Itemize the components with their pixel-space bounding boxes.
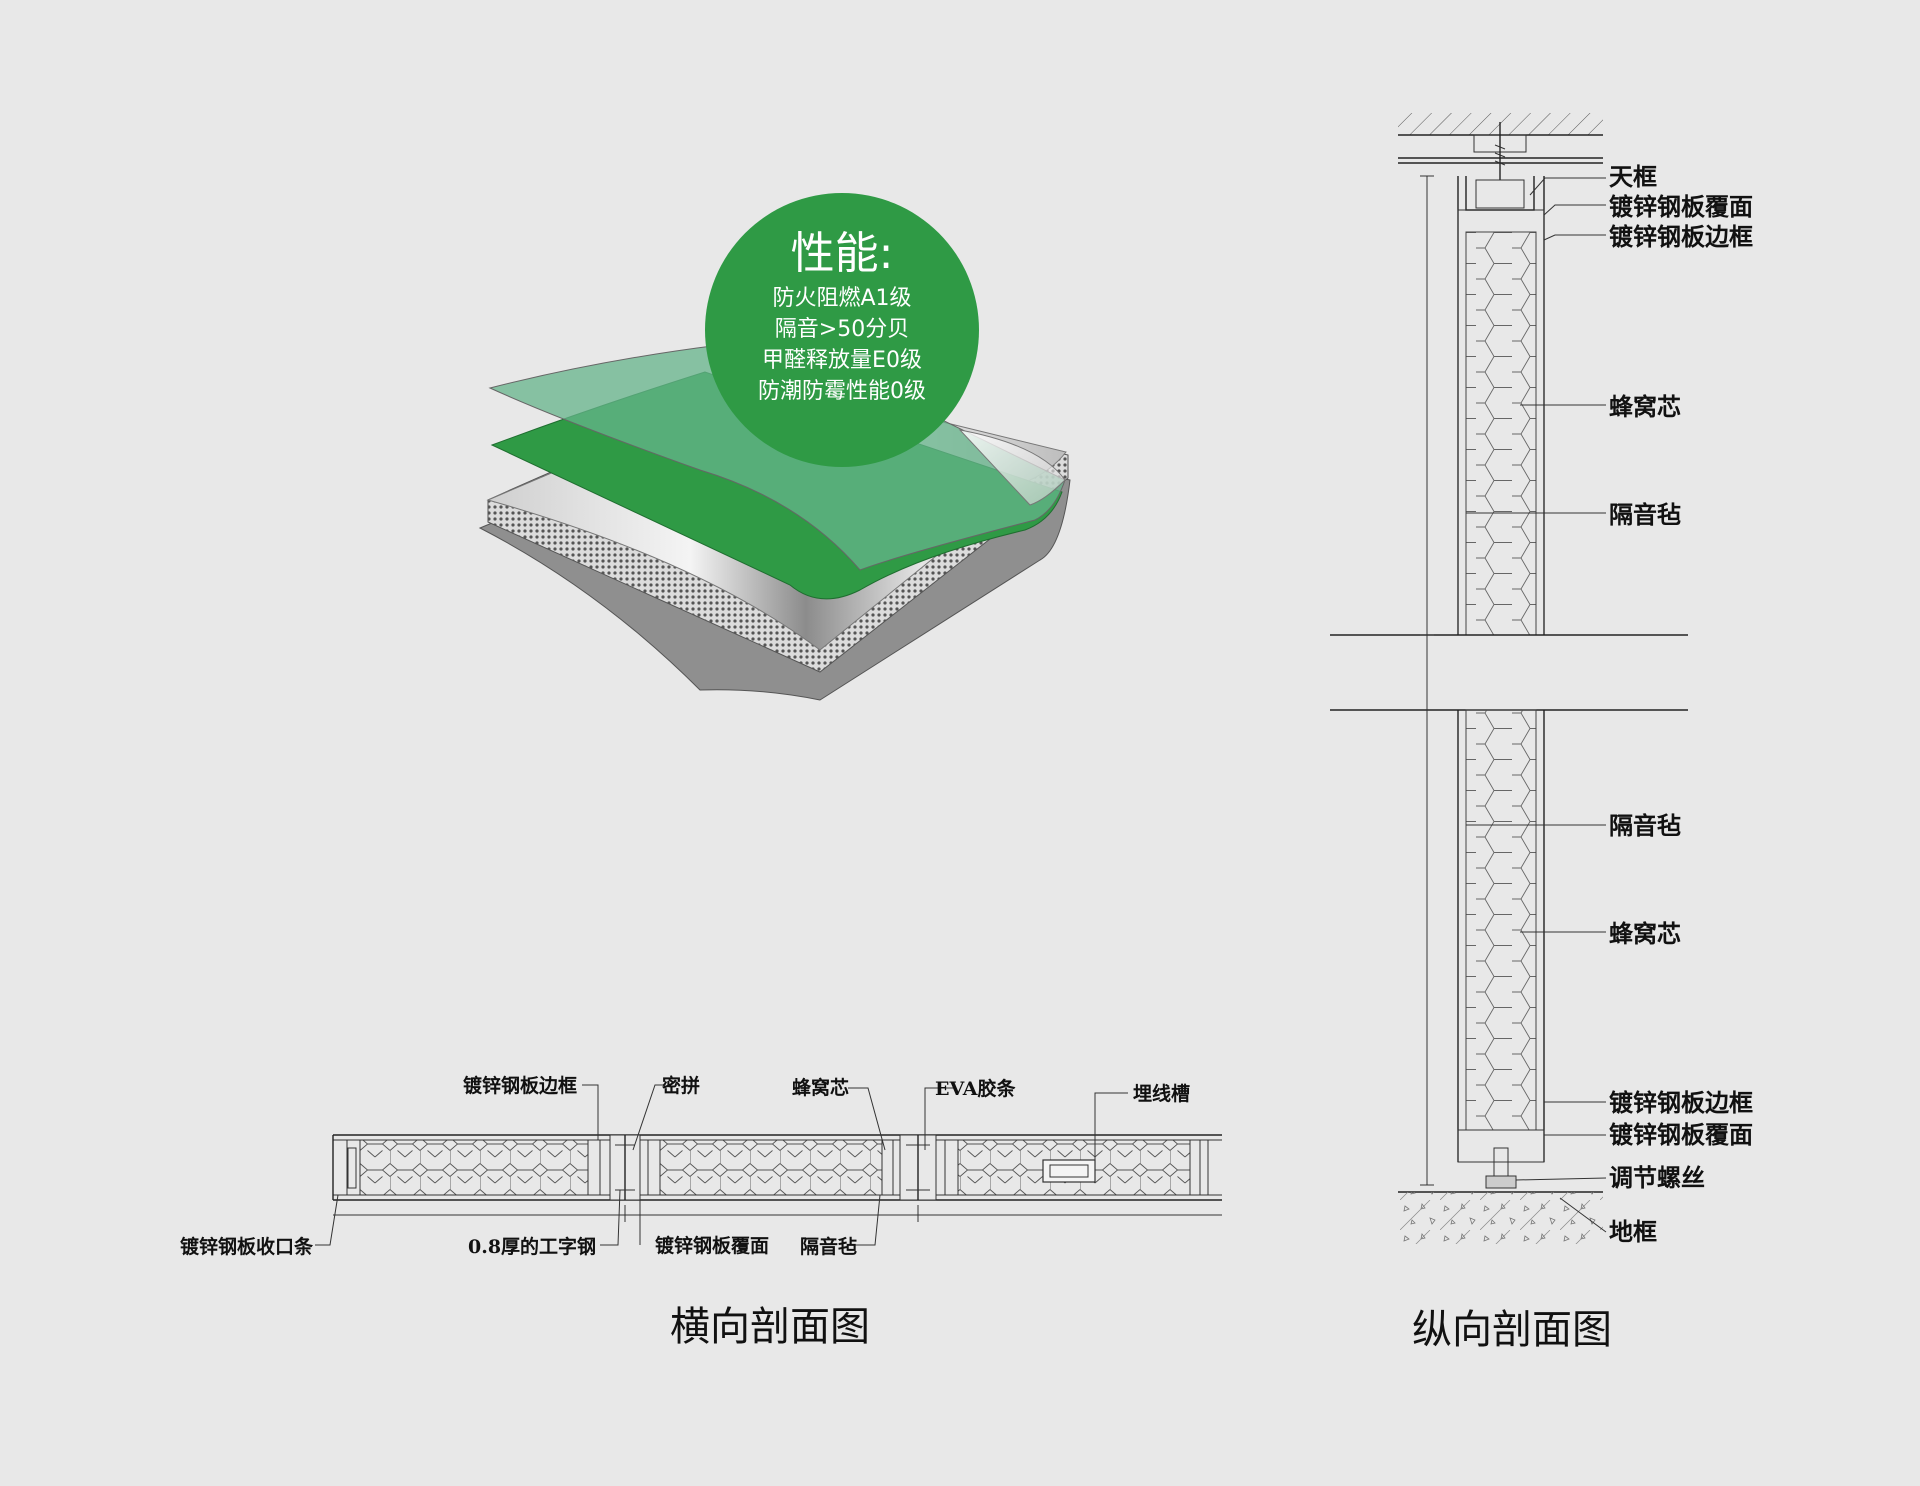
panel-layers-illustration [478,343,1071,701]
performance-item: 隔音>50分贝 [775,317,909,342]
i-steel-joint [609,1134,641,1201]
label-honeycomb-bottom: 蜂窝芯 [1609,919,1681,948]
label-screw: 调节螺丝 [1609,1163,1705,1192]
horizontal-section-title: 横向剖面图 [670,1304,870,1350]
horizontal-section-drawing: 镀锌钢板边框 密拼 蜂窝芯 EVA胶条 埋线槽 镀锌钢板收口条 0.8厚的工字钢… [180,1074,1222,1350]
label-cover: 镀锌钢板覆面 [655,1234,769,1257]
performance-badge: 性能: 防火阻燃A1级 隔音>50分贝 甲醛释放量E0级 防潮防霉性能0级 [705,193,979,467]
label-honeycomb: 蜂窝芯 [792,1076,849,1099]
label-conduit: 埋线槽 [1133,1082,1190,1105]
i-steel-joint [899,1134,937,1201]
performance-item: 甲醛释放量E0级 [762,348,922,373]
performance-item: 防火阻燃A1级 [772,286,911,311]
label-frame: 镀锌钢板边框 [463,1074,577,1097]
performance-item: 防潮防霉性能0级 [758,379,926,404]
label-frame-bottom: 镀锌钢板边框 [1609,1088,1753,1117]
label-eva: EVA胶条 [935,1077,1016,1100]
label-floor-frame: 地框 [1609,1217,1657,1246]
label-top-frame: 天框 [1609,162,1657,191]
label-frame-top: 镀锌钢板边框 [1609,222,1753,251]
vertical-section-title: 纵向剖面图 [1412,1307,1612,1353]
label-seal: 密拼 [662,1074,700,1097]
label-cover-bottom: 镀锌钢板覆面 [1609,1120,1753,1149]
label-i-steel: 0.8厚的工字钢 [468,1235,596,1258]
label-cover-top: 镀锌钢板覆面 [1609,192,1753,221]
label-felt: 隔音毡 [800,1235,857,1258]
label-honeycomb-top: 蜂窝芯 [1609,392,1681,421]
label-felt-top: 隔音毡 [1609,500,1681,529]
label-edge-strip: 镀锌钢板收口条 [180,1235,314,1258]
film-layer [488,343,1066,571]
conduit-box [1042,1159,1096,1183]
performance-title: 性能: [791,228,894,279]
label-felt-bottom: 隔音毡 [1609,811,1681,840]
vertical-section-drawing: 天框 镀锌钢板覆面 镀锌钢板边框 蜂窝芯 隔音毡 隔音毡 蜂窝芯 镀锌钢板边框 … [1330,113,1753,1353]
